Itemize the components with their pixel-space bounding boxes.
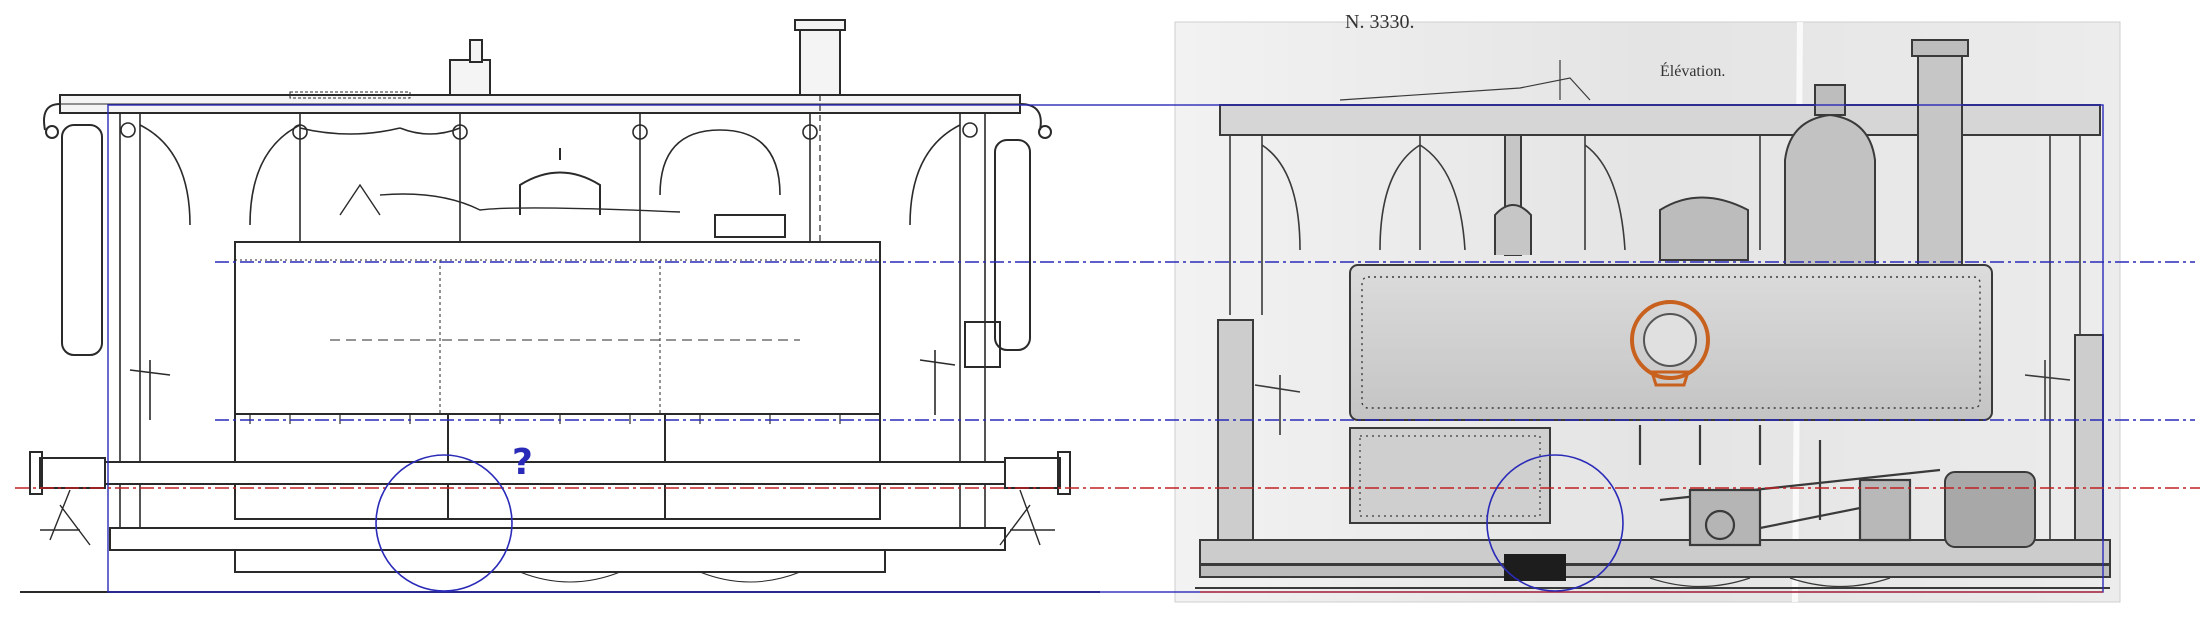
left-coupling [40, 489, 91, 546]
plate-axlebox [1504, 554, 1566, 581]
left-roof-end-left [43, 103, 61, 131]
left-lamp-icon [45, 125, 59, 139]
right-scanned-plate: N. 3330. Élévation. [1174, 11, 2121, 603]
plate-boiler-dome [1784, 113, 1876, 266]
plate-left-pillar [1217, 319, 1254, 566]
left-buffer [39, 457, 106, 489]
left-frame [104, 461, 1006, 485]
left-chimney [799, 24, 841, 96]
left-brake-lever [129, 360, 171, 420]
plate-chimney [1917, 51, 1963, 278]
left-wheel-circle [375, 454, 513, 592]
plate-brake-lever-left [1254, 375, 1301, 435]
plate-brake-lever-right [2024, 360, 2071, 420]
right-buffer [1004, 457, 1061, 489]
overlay-guides [15, 104, 2200, 593]
right-lamp-icon [1038, 125, 1052, 139]
right-brake-lever [919, 350, 956, 415]
plate-sand-tank [1659, 196, 1749, 261]
left-roof-end-right [1019, 103, 1042, 131]
left-steam-dome [519, 171, 601, 215]
plate-lower-panel [1349, 427, 1551, 524]
headlamp-icon [1630, 300, 1710, 387]
left-roof-vent [449, 59, 491, 96]
right-coupling [999, 489, 1055, 546]
view-title: Élévation. [1660, 61, 1725, 80]
plate-valve-gear [1638, 425, 1941, 547]
left-line-drawing [20, 19, 1100, 593]
left-buffer-beam [109, 527, 1006, 551]
left-roof-arches [119, 113, 986, 545]
plate-number: N. 3330. [1345, 11, 1414, 33]
right-end-panel [994, 139, 1031, 351]
plate-cylinder [1944, 471, 2036, 548]
plate-roof [1219, 104, 2101, 136]
outer-bounding-box [107, 104, 2104, 593]
left-end-panel [61, 124, 103, 356]
left-water-tank [234, 241, 881, 415]
plate-right-pillar [2074, 334, 2104, 561]
right-wheel-circle [1486, 454, 1624, 592]
question-mark: ? [512, 442, 533, 483]
